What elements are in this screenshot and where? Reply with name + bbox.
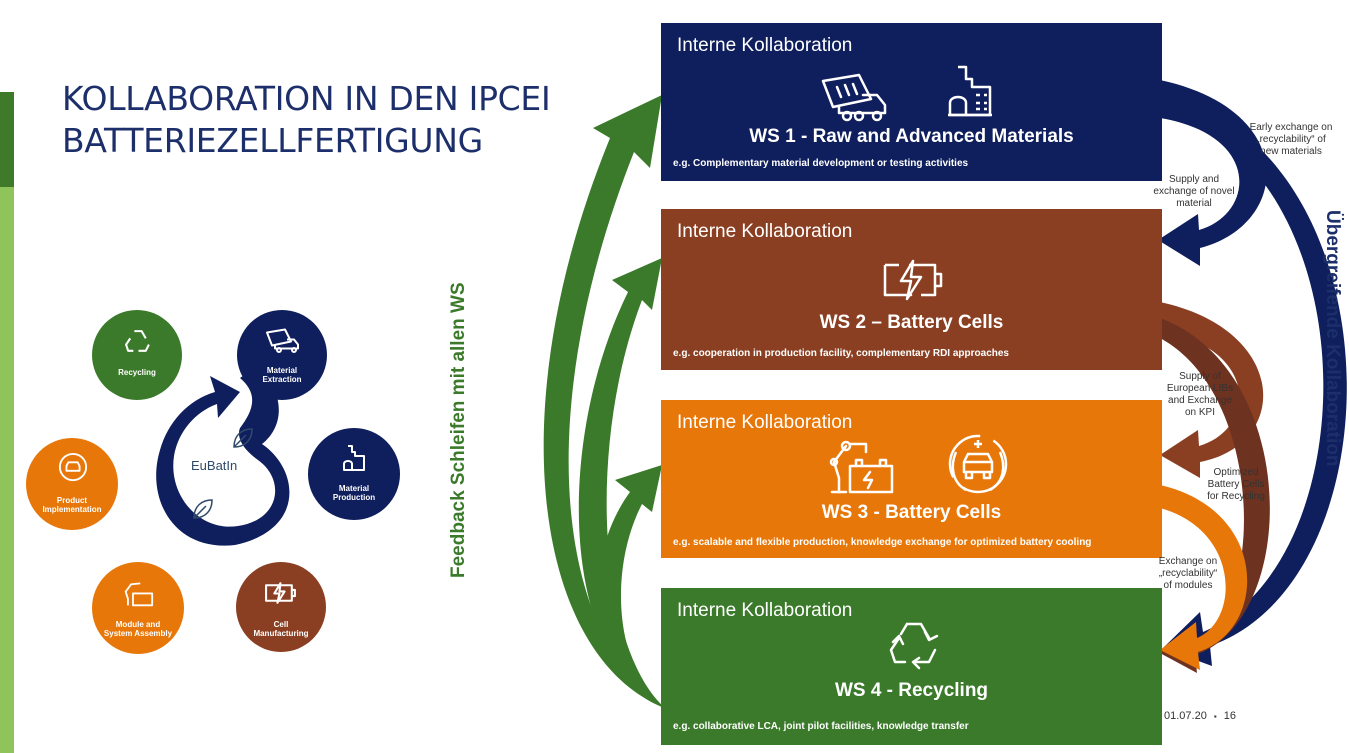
eubatin-label: EuBatIn: [191, 458, 238, 473]
ws1-description: e.g. Complementary material development …: [673, 158, 969, 169]
ws2-header: Interne Kollaboration: [677, 221, 853, 242]
slide-title-line-1: KOLLABORATION IN DEN IPCEI: [62, 79, 551, 118]
ws3-box: Interne Kollaboration WS 3 - Battery Cel…: [661, 400, 1162, 558]
ws4-description: e.g. collaborative LCA, joint pilot faci…: [673, 721, 969, 732]
annotation-supply-libs: Supply of European LIBs and Exchange on …: [1166, 371, 1234, 418]
stage-label: Material Extraction: [262, 366, 302, 384]
stage-material-extraction: Material Extraction: [237, 310, 327, 400]
footer-separator: ▪: [1213, 712, 1217, 721]
ws2-description: e.g. cooperation in production facility,…: [673, 348, 1009, 359]
electric-car-icon: [948, 434, 1008, 494]
stage-label: Module and System Assembly: [103, 620, 173, 638]
ws1-name: WS 1 - Raw and Advanced Materials: [749, 126, 1074, 147]
leaf-icon-bottom: [193, 499, 213, 519]
ws1-box: Interne Kollaboration WS 1 - Raw and Adv…: [661, 23, 1162, 181]
leaf-icon-top: [233, 428, 253, 448]
dump-truck-icon: [266, 328, 299, 353]
stage-product-implementation: Product Implementation: [26, 438, 118, 530]
arrow-ws1-to-ws2: [1158, 80, 1267, 266]
battery-charge-icon: [265, 582, 296, 604]
slide-title-line-2: BATTERIEZELLFERTIGUNG: [62, 121, 483, 160]
accent-bar-dark: [0, 92, 14, 187]
stage-label: Product Implementation: [42, 496, 102, 514]
ws3-header: Interne Kollaboration: [677, 412, 853, 433]
stage-cell-manufacturing: Cell Manufacturing: [236, 562, 326, 652]
stage-module-system-assembly: Module and System Assembly: [92, 562, 184, 654]
electric-car-icon: [58, 452, 88, 482]
ws4-box: Interne Kollaboration WS 4 - Recycling e…: [661, 588, 1162, 745]
slide-title: KOLLABORATION IN DEN IPCEI BATTERIEZELLF…: [62, 78, 622, 162]
ws4-name: WS 4 - Recycling: [834, 680, 989, 701]
annotation-exchange-modules: Exchange on „recyclability“ of modules: [1158, 556, 1218, 591]
ws3-description: e.g. scalable and flexible production, k…: [673, 537, 1092, 548]
ws2-box: Interne Kollaboration WS 2 – Battery Cel…: [661, 209, 1162, 370]
overarching-arc: [1160, 92, 1347, 666]
footer-date: 01.07.20: [1164, 710, 1207, 722]
ws4-header: Interne Kollaboration: [677, 600, 853, 621]
footer-page-number: 16: [1223, 710, 1237, 722]
footer: 01.07.20 ▪ 16: [1164, 710, 1236, 722]
stage-label: Recycling: [118, 368, 156, 377]
feedback-arrow-ws3: [597, 465, 665, 708]
factory-icon: [343, 445, 365, 471]
annotation-optimized: Optimized Battery Cells for Recycling: [1207, 467, 1265, 502]
feedback-label: Feedback Schleifen mit allen WS: [448, 282, 469, 578]
dump-truck-icon: [821, 73, 887, 122]
recycling-icon: [889, 622, 939, 670]
robot-arm-battery-icon: [829, 440, 894, 494]
stage-label: Material Production: [332, 484, 376, 502]
stage-material-production: Material Production: [308, 428, 400, 520]
battery-charge-icon: [883, 259, 943, 301]
ws3-name: WS 3 - Battery Cells: [821, 502, 1002, 523]
stage-label: Cell Manufacturing: [253, 620, 309, 638]
ws1-header: Interne Kollaboration: [677, 35, 853, 56]
feedback-arrows: [543, 95, 665, 708]
stage-recycling: Recycling: [92, 310, 182, 400]
ws2-name: WS 2 – Battery Cells: [819, 312, 1004, 333]
robot-arm-battery-icon: [124, 582, 154, 607]
factory-icon: [948, 65, 992, 117]
feedback-arrow-ws1: [543, 95, 665, 708]
recycling-icon: [125, 330, 150, 352]
overarching-label: Übergreifende Kollaboration: [1322, 210, 1343, 467]
annotation-supply-novel: Supply and exchange of novel material: [1153, 174, 1235, 209]
accent-bar-light: [0, 187, 14, 753]
cycle-arrow: [156, 365, 290, 546]
arrow-ws3-to-ws4: [1160, 485, 1248, 670]
annotation-early-exchange: Early exchange on „recyclability“ of new…: [1249, 122, 1333, 157]
